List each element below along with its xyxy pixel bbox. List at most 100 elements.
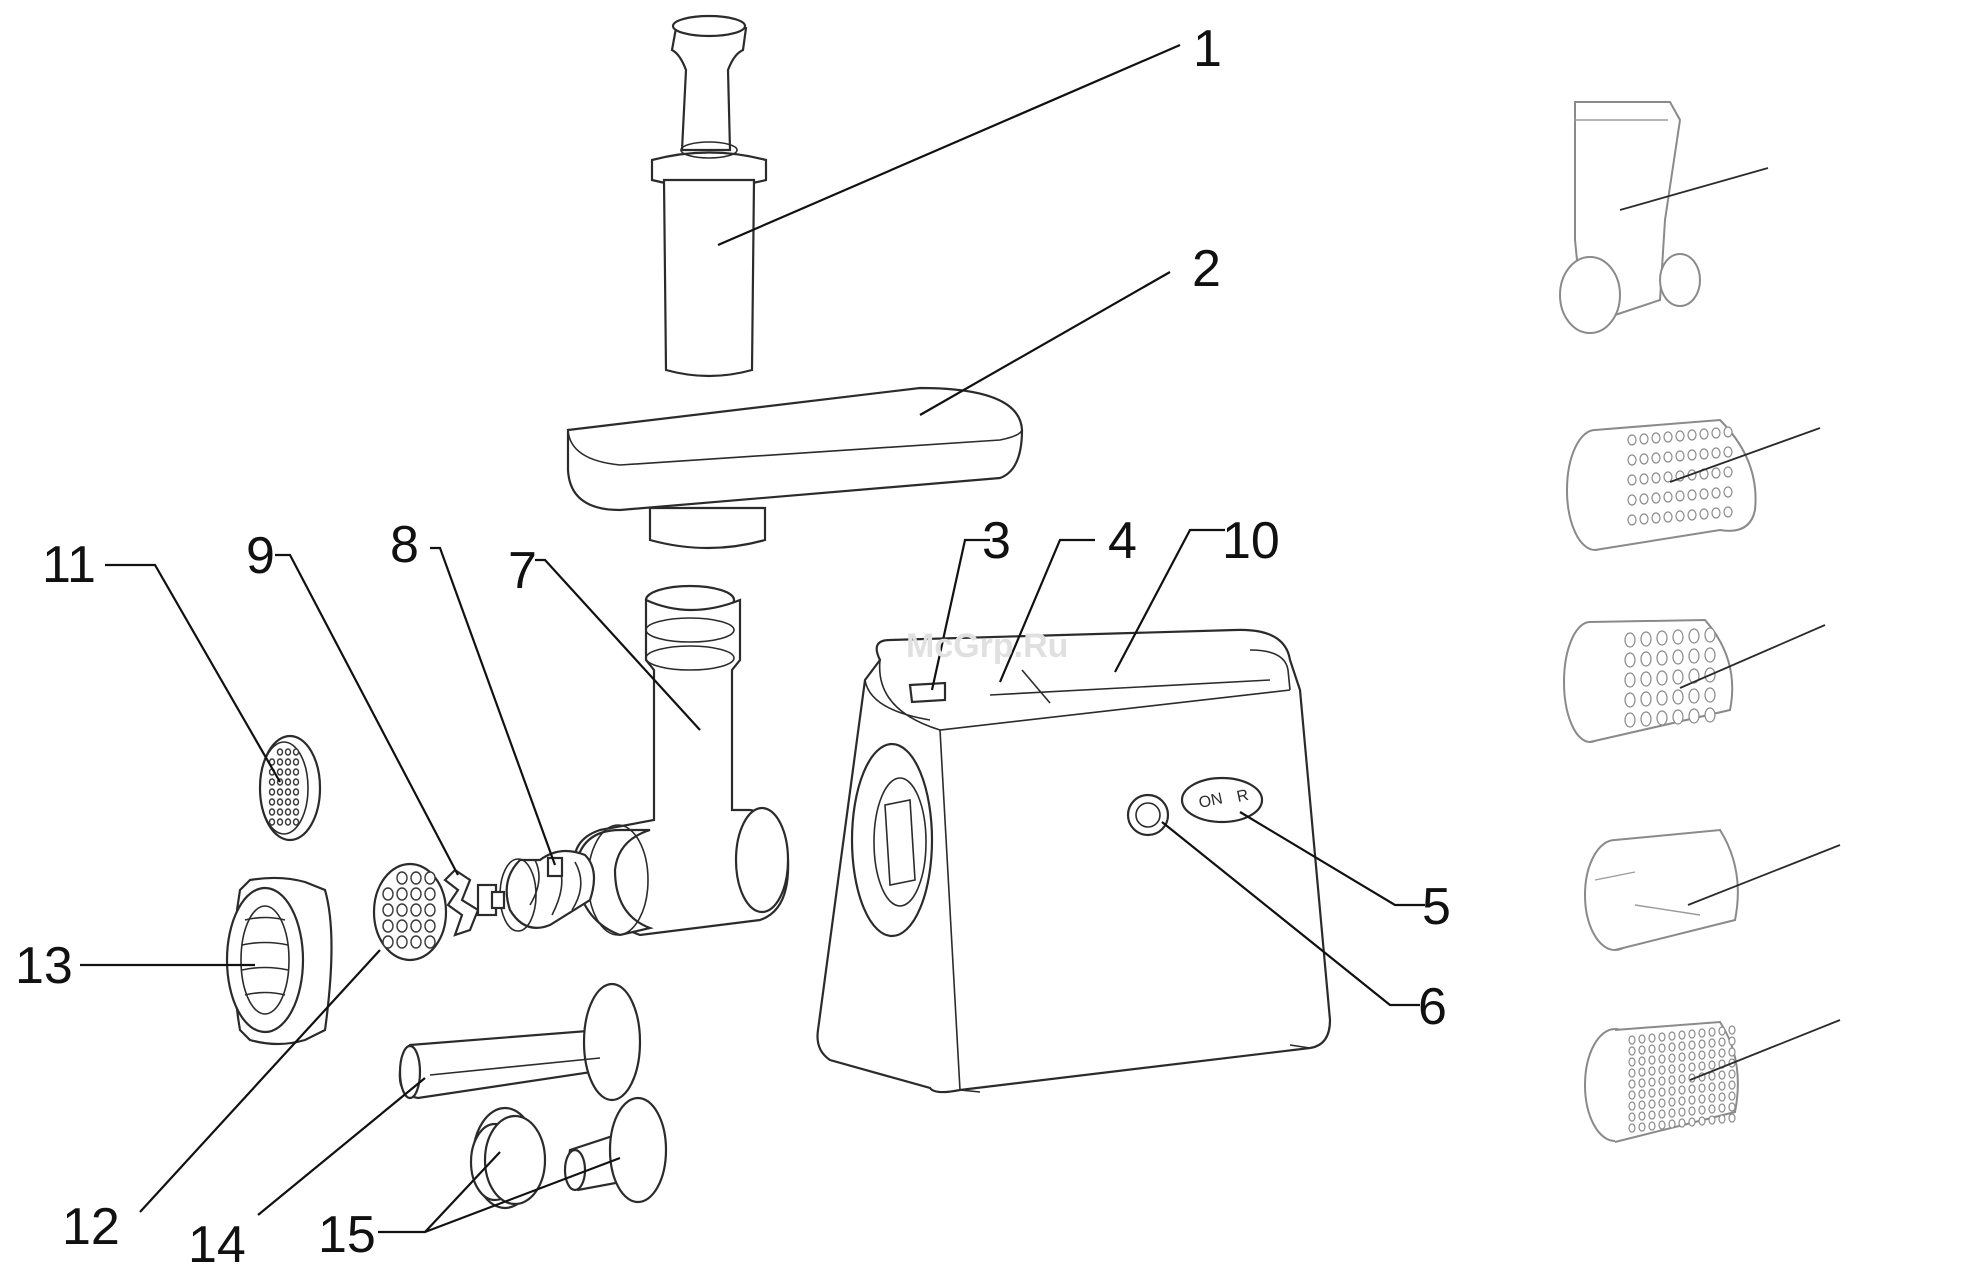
hole [397, 872, 407, 884]
hole [1657, 691, 1667, 705]
hole [1639, 1079, 1645, 1087]
hole [1652, 493, 1660, 503]
feeding-tray [568, 388, 1022, 548]
cutting-blade [445, 870, 504, 935]
hole [1673, 650, 1683, 664]
hole [1625, 633, 1635, 647]
hole [1639, 1068, 1645, 1076]
hole [1689, 629, 1699, 643]
hole [1709, 1072, 1715, 1080]
hole [1719, 1093, 1725, 1101]
hole [286, 799, 291, 805]
pusher [652, 16, 766, 376]
hole [1712, 428, 1720, 438]
hole [1709, 1116, 1715, 1124]
grating-drum [1585, 1022, 1738, 1142]
hole [1639, 1101, 1645, 1109]
hole [286, 819, 291, 825]
motor-housing: ON R [818, 630, 1331, 1092]
hole [1712, 468, 1720, 478]
hole [286, 789, 291, 795]
hole [294, 749, 299, 755]
hole [1641, 632, 1651, 646]
hole [1657, 711, 1667, 725]
hole [1641, 672, 1651, 686]
hole [1679, 1053, 1685, 1061]
hole [411, 920, 421, 932]
hole [1628, 455, 1636, 465]
hole [1659, 1066, 1665, 1074]
hole [1699, 1117, 1705, 1125]
hole [1699, 1095, 1705, 1103]
shredder-housing [1560, 102, 1700, 333]
hole [1649, 1034, 1655, 1042]
hole [278, 759, 283, 765]
hole [1629, 1047, 1635, 1055]
hole [1639, 1035, 1645, 1043]
hole [397, 888, 407, 900]
hole [1679, 1119, 1685, 1127]
hole [286, 749, 291, 755]
hole [1679, 1075, 1685, 1083]
hole [294, 789, 299, 795]
hole [1679, 1097, 1685, 1105]
hole [1705, 648, 1715, 662]
hole [411, 936, 421, 948]
hole [1640, 494, 1648, 504]
hole [1729, 1070, 1735, 1078]
hole [278, 749, 283, 755]
hole [1649, 1067, 1655, 1075]
hole [286, 769, 291, 775]
hole [294, 779, 299, 785]
hole [1724, 507, 1732, 517]
hole [1669, 1076, 1675, 1084]
hole [1699, 1084, 1705, 1092]
hole [1625, 673, 1635, 687]
hole [1689, 1118, 1695, 1126]
hole [425, 904, 435, 916]
hole [294, 819, 299, 825]
hole [1659, 1121, 1665, 1129]
hole [1649, 1045, 1655, 1053]
hole [1664, 472, 1672, 482]
hole [1709, 1028, 1715, 1036]
callout-8: 8 [390, 516, 419, 574]
slicing-drum [1585, 830, 1738, 950]
hole [1659, 1088, 1665, 1096]
hole [1629, 1080, 1635, 1088]
hole [1705, 688, 1715, 702]
hole [1659, 1110, 1665, 1118]
hole [270, 819, 275, 825]
hole [1649, 1056, 1655, 1064]
hole [294, 769, 299, 775]
hole [1689, 1063, 1695, 1071]
top-button [910, 683, 945, 702]
hole [1629, 1058, 1635, 1066]
callout-10: 10 [1222, 512, 1280, 570]
watermark: McGrp.Ru [906, 627, 1068, 665]
hole [411, 872, 421, 884]
hole [286, 779, 291, 785]
hole [383, 888, 393, 900]
hole [1657, 671, 1667, 685]
hole [294, 759, 299, 765]
hole [1673, 690, 1683, 704]
hole [1649, 1122, 1655, 1130]
hole [1652, 433, 1660, 443]
hole [1700, 429, 1708, 439]
hole [1712, 488, 1720, 498]
callout-12: 12 [62, 1198, 120, 1256]
hole [1709, 1061, 1715, 1069]
hole [1679, 1086, 1685, 1094]
hole [1729, 1081, 1735, 1089]
hole [1629, 1091, 1635, 1099]
hole [1699, 1051, 1705, 1059]
hole [1673, 710, 1683, 724]
hole [1679, 1042, 1685, 1050]
hole [1719, 1027, 1725, 1035]
hole [1639, 1123, 1645, 1131]
hole [1688, 430, 1696, 440]
hole [278, 769, 283, 775]
callout-3: 3 [982, 512, 1011, 570]
